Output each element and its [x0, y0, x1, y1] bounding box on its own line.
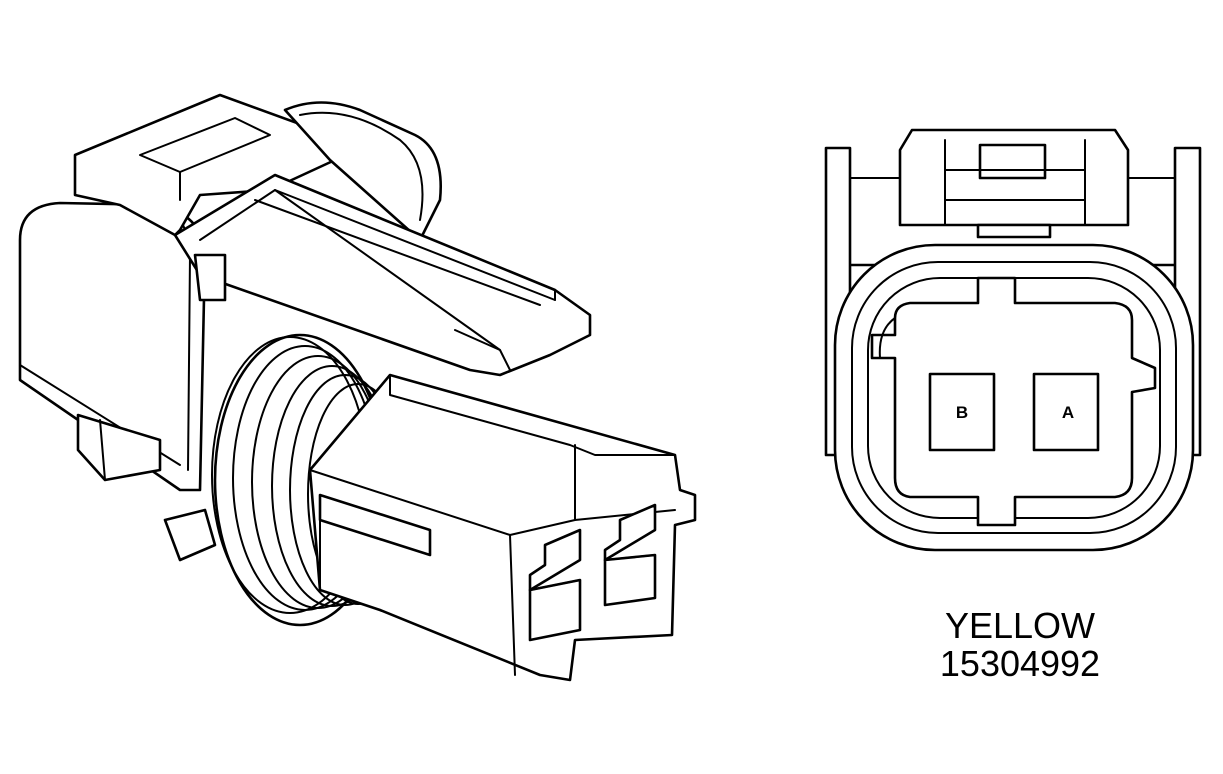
terminal-label-B: B: [956, 403, 968, 422]
terminal-label-A: A: [1062, 403, 1074, 422]
terminal-cavity-B: B: [928, 372, 996, 452]
connector-color-label: YELLOW: [944, 605, 1096, 646]
terminal-cavity-A: A: [1032, 372, 1100, 452]
connector-front-view: B A: [824, 128, 1202, 552]
connector-part-number: 15304992: [939, 643, 1101, 684]
connector-isometric-view: [18, 93, 697, 682]
